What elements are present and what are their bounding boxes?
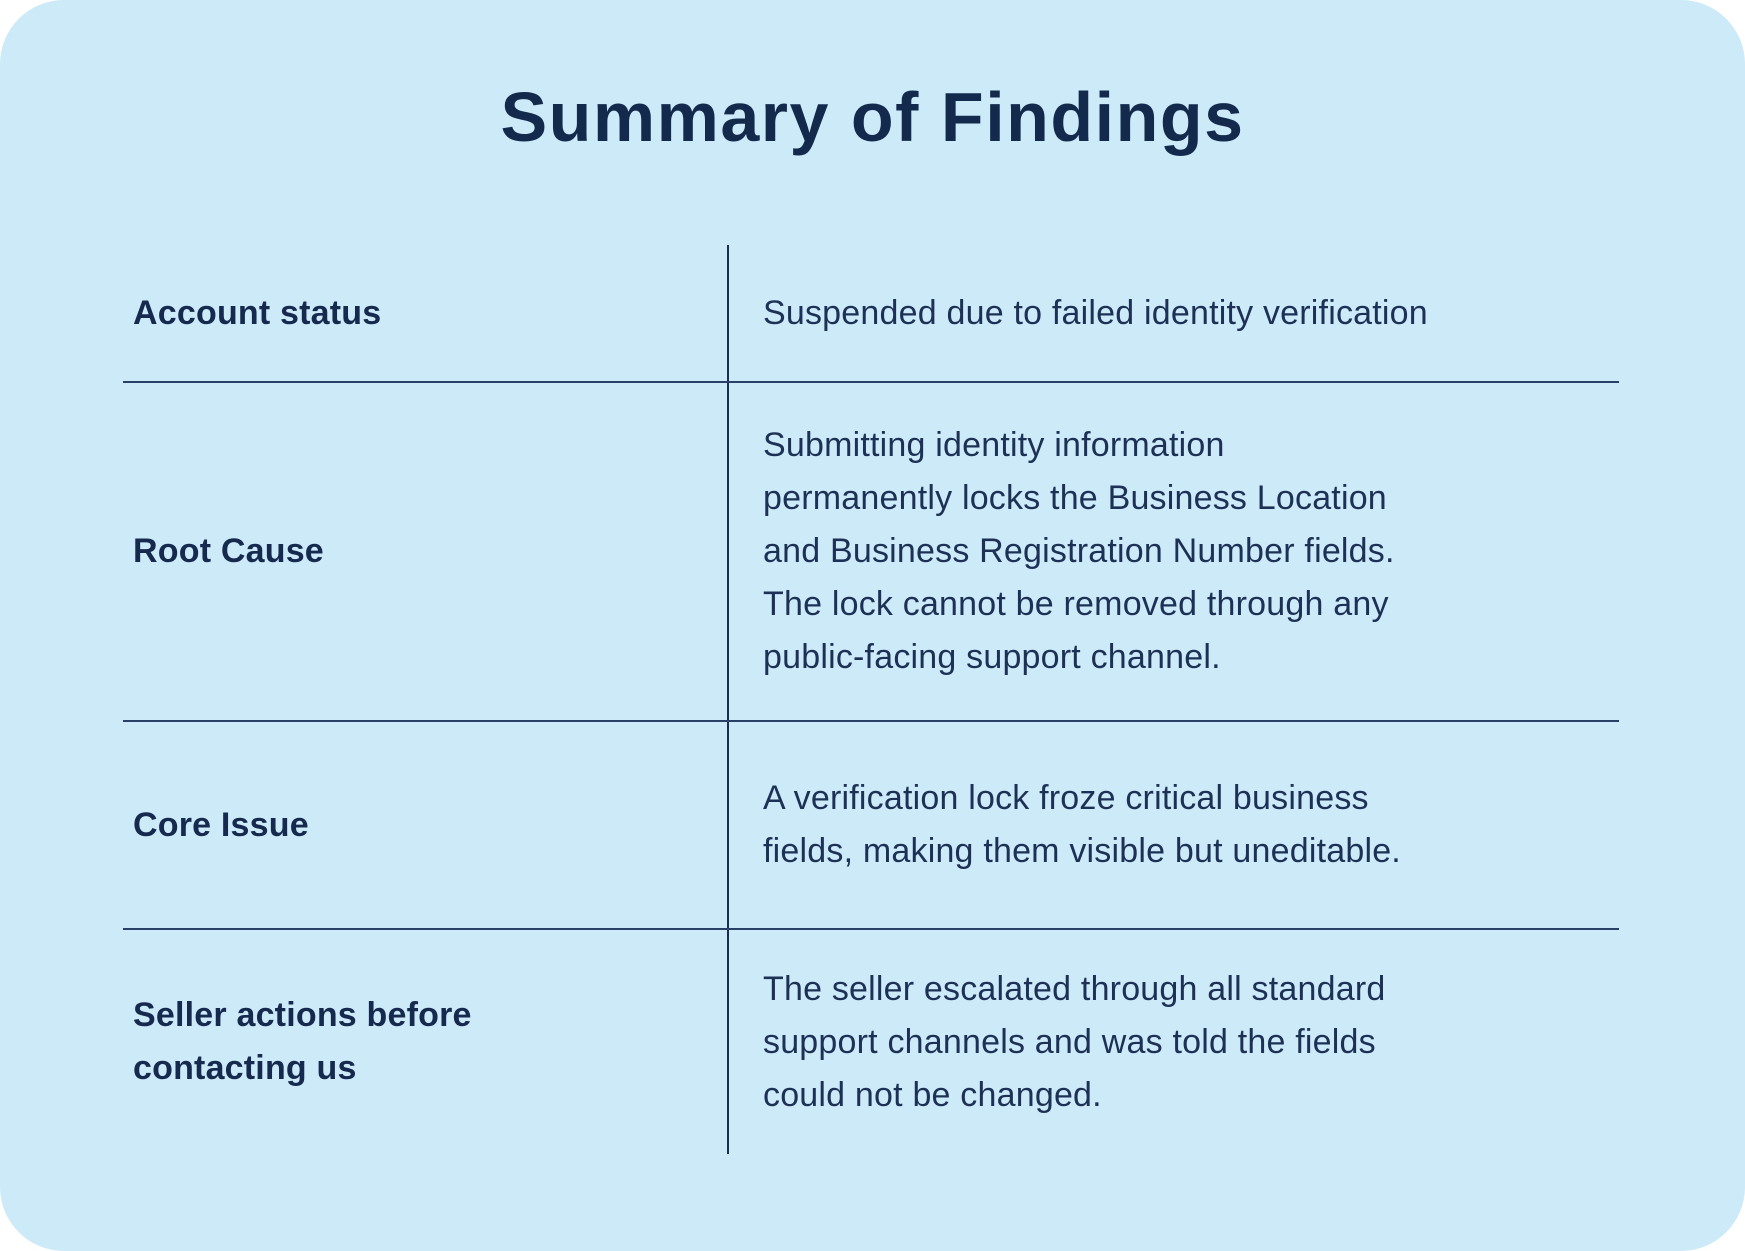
- row-label: Seller actions before contacting us: [133, 996, 472, 1087]
- row-value: Suspended due to failed identity verific…: [727, 245, 1619, 381]
- table-row-seller-actions: Seller actions before contacting us The …: [123, 930, 1619, 1154]
- table-row-core-issue: Core Issue A verification lock froze cri…: [123, 722, 1619, 930]
- row-value: Submitting identity information permanen…: [727, 383, 1619, 720]
- table-row-account-status: Account status Suspended due to failed i…: [123, 245, 1619, 383]
- row-value: A verification lock froze critical busin…: [727, 722, 1619, 928]
- row-label: Root Cause: [133, 532, 324, 570]
- table-row-root-cause: Root Cause Submitting identity informati…: [123, 383, 1619, 722]
- summary-table: Account status Suspended due to failed i…: [123, 245, 1619, 1154]
- page-title: Summary of Findings: [500, 78, 1245, 156]
- row-label: Account status: [133, 293, 382, 332]
- row-label: Core Issue: [133, 805, 309, 844]
- row-value: The seller escalated through all standar…: [727, 930, 1619, 1154]
